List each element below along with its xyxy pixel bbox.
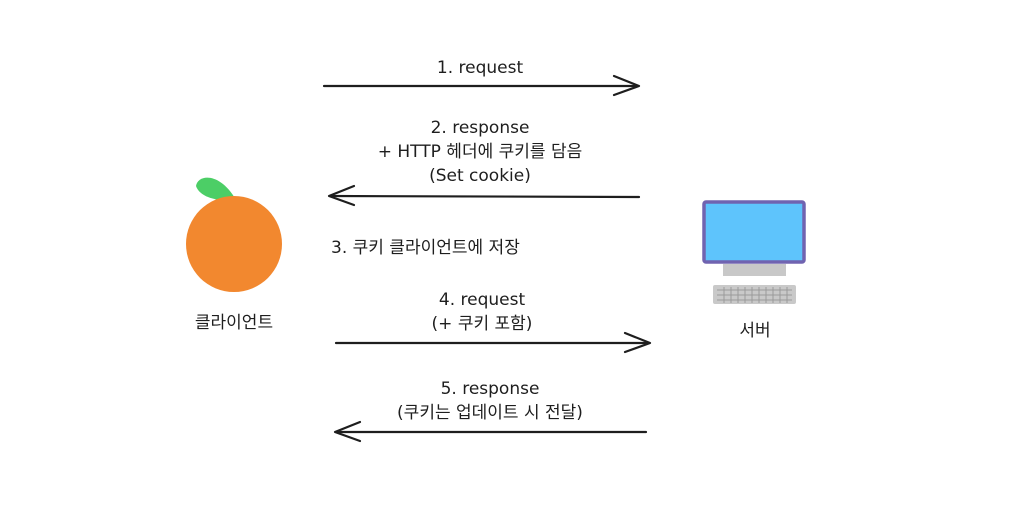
monitor-screen [702, 200, 806, 264]
orange-body [186, 196, 282, 292]
step-4-label: 4. request (+ 쿠키 포함) [372, 288, 592, 336]
computer-icon [702, 200, 806, 304]
step-1-label: 1. request [380, 56, 580, 80]
orange-icon [186, 177, 282, 292]
client-label: 클라이언트 [194, 313, 274, 333]
arrow-step-1 [322, 74, 641, 97]
arrow-step-5 [333, 420, 648, 443]
keyboard-keys [717, 287, 792, 303]
step-4-line-2: (+ 쿠키 포함) [431, 314, 533, 334]
step-5-line-2: (쿠키는 업데이트 시 전달) [397, 403, 583, 423]
step-2-label: 2. response + HTTP 헤더에 쿠키를 담음 (Set cooki… [340, 116, 620, 188]
step-5-label: 5. response (쿠키는 업데이트 시 전달) [360, 377, 620, 425]
arrow-step-4 [334, 331, 652, 354]
leaf-shape [196, 177, 236, 201]
server-label: 서버 [739, 321, 771, 341]
step-5-line-1: 5. response [440, 379, 540, 399]
step-4-line-1: 4. request [438, 290, 526, 310]
step-2-line-1: 2. response [430, 118, 530, 138]
step-3-line-1: 3. 쿠키 클라이언트에 저장 [331, 238, 520, 258]
step-2-line-2: + HTTP 헤더에 쿠키를 담음 [377, 142, 583, 162]
step-3-label: 3. 쿠키 클라이언트에 저장 [331, 236, 591, 260]
step-2-line-3: (Set cookie) [429, 166, 531, 186]
monitor-stand [723, 264, 786, 276]
step-1-line-1: 1. request [436, 58, 524, 78]
arrow-step-2 [327, 184, 641, 207]
